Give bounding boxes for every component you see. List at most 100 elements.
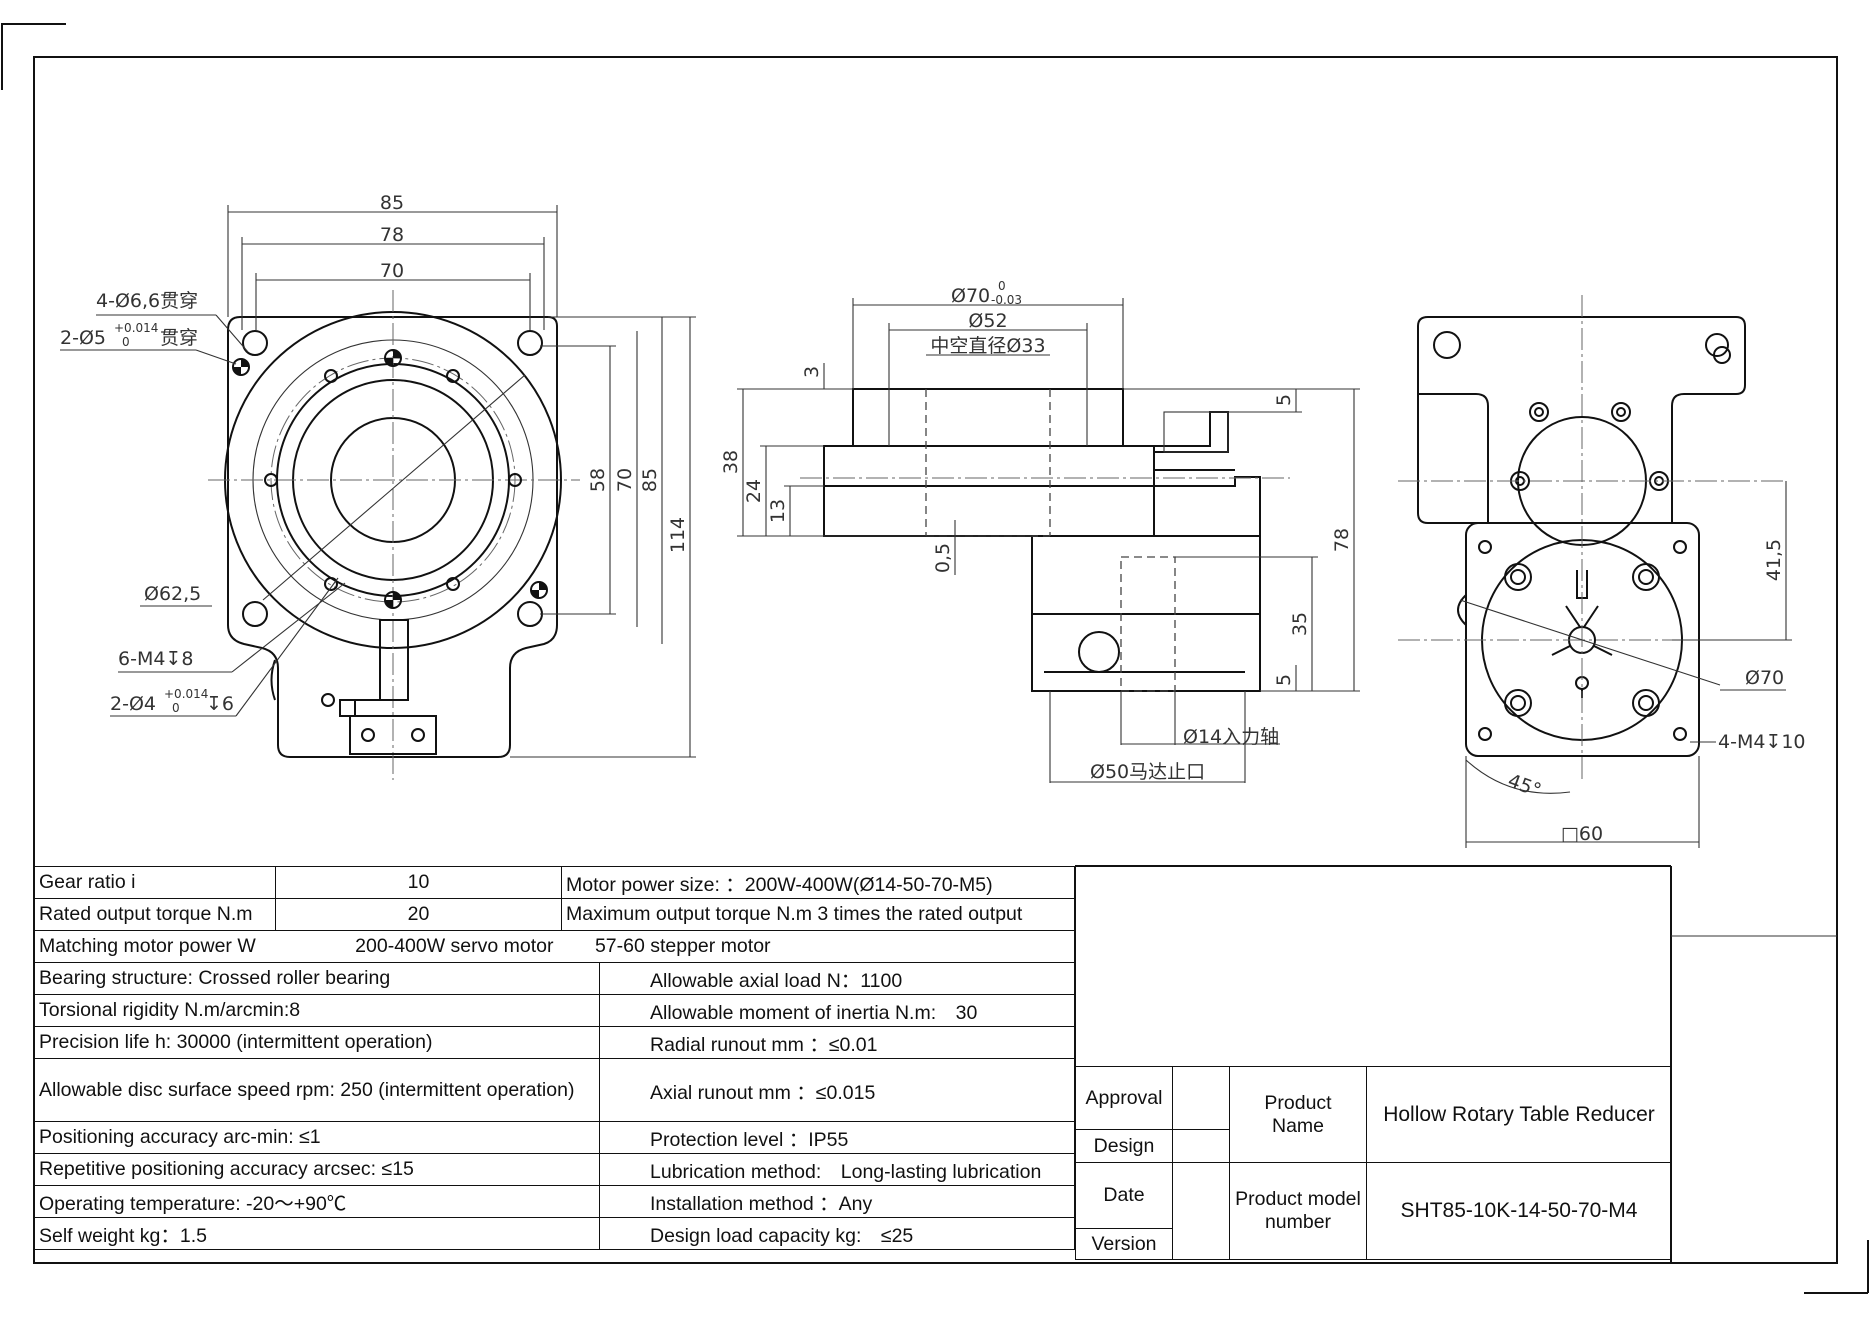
svg-text:贯穿: 贯穿: [160, 327, 198, 349]
dim-85-v: 85: [639, 468, 661, 492]
bearing-structure: Bearing structure: Crossed roller bearin…: [34, 962, 600, 995]
date-label: Date: [1075, 1162, 1173, 1229]
dim-d52: Ø52: [968, 310, 1007, 332]
table-row: Date Product model number SHT85-10K-14-5…: [1075, 1162, 1672, 1260]
self-weight: Self weight kg：1.5: [34, 1217, 600, 1250]
dim-5-bottom: 5: [1273, 674, 1295, 686]
table-row: Version: [1075, 1228, 1672, 1260]
matching-motor-servo: 200-400W servo motor: [355, 935, 554, 957]
dim-78: 78: [1331, 528, 1353, 552]
product-name: Hollow Rotary Table Reducer: [1366, 1066, 1672, 1163]
motor-power-size: Motor power size: ：200W-400W(Ø14-50-70-M…: [561, 866, 1075, 899]
front-view: 85 78 70 58 70 85 114 4-Ø6,6贯穿 2-Ø5 +0.0…: [60, 192, 696, 780]
design-load-capacity: Design load capacity kg: ≤25: [599, 1217, 1075, 1250]
dim-35: 35: [1289, 612, 1311, 636]
spec-table: Gear ratio i 10 Motor power size: ：200W-…: [34, 866, 1075, 1250]
dim-input-shaft: Ø14入力轴: [1183, 726, 1279, 748]
svg-text:+0.014: +0.014: [114, 321, 158, 335]
table-row: Operating temperature: -20～+90℃ Installa…: [34, 1185, 1075, 1218]
design-label: Design: [1075, 1129, 1173, 1163]
side-right-dimensions: 5 78 35 5: [1123, 388, 1360, 692]
product-name-label: Product Name: [1229, 1066, 1367, 1163]
version-label: Version: [1075, 1228, 1173, 1260]
dim-d70: Ø70: [951, 285, 990, 307]
sheet-frame: [1, 23, 1869, 1294]
dim-hollow-33: 中空直径Ø33: [930, 335, 1045, 357]
table-row: Precision life h: 30000 (intermittent op…: [34, 1026, 1075, 1059]
dim-4-m4: 4-M4↧10: [1718, 731, 1806, 753]
moment-of-inertia: Allowable moment of inertia N.m: 30: [599, 994, 1075, 1027]
front-callouts: 4-Ø6,6贯穿 2-Ø5 +0.014 0 贯穿 Ø62,5 6-M4↧8 2…: [60, 290, 346, 717]
matching-motor-label: Matching motor power W: [39, 935, 256, 957]
gear-ratio-value: 10: [275, 866, 562, 899]
right-dimensions: 58 70 85 114: [510, 316, 696, 758]
callout-tapped-holes: 6-M4↧8: [118, 648, 193, 670]
table-row: Positioning accuracy arc-min: ≤1 Protect…: [34, 1121, 1075, 1154]
precision-life: Precision life h: 30000 (intermittent op…: [34, 1026, 600, 1059]
svg-text:0: 0: [172, 701, 180, 715]
dim-3: 3: [801, 366, 823, 378]
positioning-accuracy: Positioning accuracy arc-min: ≤1: [34, 1121, 600, 1154]
table-row: Rated output torque N.m 20 Maximum outpu…: [34, 898, 1075, 931]
dim-70-v: 70: [614, 468, 636, 492]
repetitive-accuracy: Repetitive positioning accuracy arcsec: …: [34, 1153, 600, 1186]
radial-runout: Radial runout mm ：≤0.01: [599, 1026, 1075, 1059]
gear-ratio-label: Gear ratio i: [34, 866, 276, 899]
table-row: Repetitive positioning accuracy arcsec: …: [34, 1153, 1075, 1186]
rear-dimensions: 41,5 Ø70 4-M4↧10 45° □60: [1465, 481, 1806, 848]
approval-label: Approval: [1075, 1066, 1173, 1130]
svg-text:↧6: ↧6: [206, 693, 234, 715]
svg-text:+0.014: +0.014: [164, 687, 208, 701]
rated-torque-label: Rated output torque N.m: [34, 898, 276, 931]
callout-dowel-holes: 2-Ø4: [110, 693, 156, 715]
table-row: Bearing structure: Crossed roller bearin…: [34, 962, 1075, 995]
dim-38: 38: [720, 450, 742, 474]
pin-mark: [232, 349, 548, 609]
dim-d70-rear: Ø70: [1745, 667, 1784, 689]
side-view: Ø70 0 -0.03 Ø52 中空直径Ø33 3 38 24 13 0,5: [720, 279, 1360, 783]
callout-pin-holes: 2-Ø5: [60, 327, 106, 349]
dim-square-60: □60: [1561, 823, 1603, 845]
dim-motor-spigot: Ø50马达止口: [1090, 761, 1205, 783]
installation-method: Installation method ：Any: [599, 1185, 1075, 1218]
product-model-label: Product model number: [1229, 1162, 1367, 1260]
title-block: Approval Product Name Hollow Rotary Tabl…: [1075, 1066, 1672, 1260]
dim-0-5: 0,5: [932, 543, 954, 573]
table-row: Allowable disc surface speed rpm: 250 (i…: [34, 1058, 1075, 1122]
dim-85: 85: [380, 192, 404, 214]
side-top-dimensions: Ø70 0 -0.03 Ø52 中空直径Ø33: [852, 279, 1124, 446]
svg-text:0: 0: [998, 279, 1006, 293]
table-row: Approval Product Name Hollow Rotary Tabl…: [1075, 1066, 1672, 1163]
side-left-dimensions: 3 38 24 13 0,5: [720, 363, 1032, 575]
dim-78: 78: [380, 224, 404, 246]
side-bottom-dimensions: Ø14入力轴 Ø50马达止口: [1049, 691, 1280, 783]
dim-41-5: 41,5: [1763, 539, 1785, 581]
rated-torque-value: 20: [275, 898, 562, 931]
dim-70: 70: [380, 260, 404, 282]
svg-text:0: 0: [122, 335, 130, 349]
top-dimensions: 85 78 70: [227, 192, 558, 330]
dim-45-deg: 45°: [1505, 770, 1544, 802]
dim-13: 13: [767, 499, 789, 523]
disc-speed: Allowable disc surface speed rpm: 250 (i…: [34, 1058, 600, 1122]
rear-view: 41,5 Ø70 4-M4↧10 45° □60: [1398, 295, 1806, 848]
matching-motor-stepper: 57-60 stepper motor: [594, 935, 771, 957]
table-row: Gear ratio i 10 Motor power size: ：200W-…: [34, 866, 1075, 899]
svg-text:-0.03: -0.03: [991, 293, 1022, 307]
dim-5-top: 5: [1273, 394, 1295, 406]
table-row: Torsional rigidity N.m/arcmin:8 Allowabl…: [34, 994, 1075, 1027]
dim-58: 58: [587, 468, 609, 492]
axial-runout: Axial runout mm ：≤0.015: [599, 1058, 1075, 1122]
table-row: Matching motor power W 200-400W servo mo…: [34, 930, 1075, 963]
dim-24: 24: [743, 479, 765, 503]
lubrication-method: Lubrication method: Long-lasting lubrica…: [599, 1153, 1075, 1186]
callout-pcd: Ø62,5: [144, 583, 201, 605]
axial-load: Allowable axial load N：1100: [599, 962, 1075, 995]
table-row: Self weight kg：1.5 Design load capacity …: [34, 1217, 1075, 1250]
max-torque: Maximum output torque N.m 3 times the ra…: [561, 898, 1075, 931]
torsional-rigidity: Torsional rigidity N.m/arcmin:8: [34, 994, 600, 1027]
operating-temperature: Operating temperature: -20～+90℃: [34, 1185, 600, 1218]
protection-level: Protection level ：IP55: [599, 1121, 1075, 1154]
callout-through-holes: 4-Ø6,6贯穿: [96, 290, 198, 312]
